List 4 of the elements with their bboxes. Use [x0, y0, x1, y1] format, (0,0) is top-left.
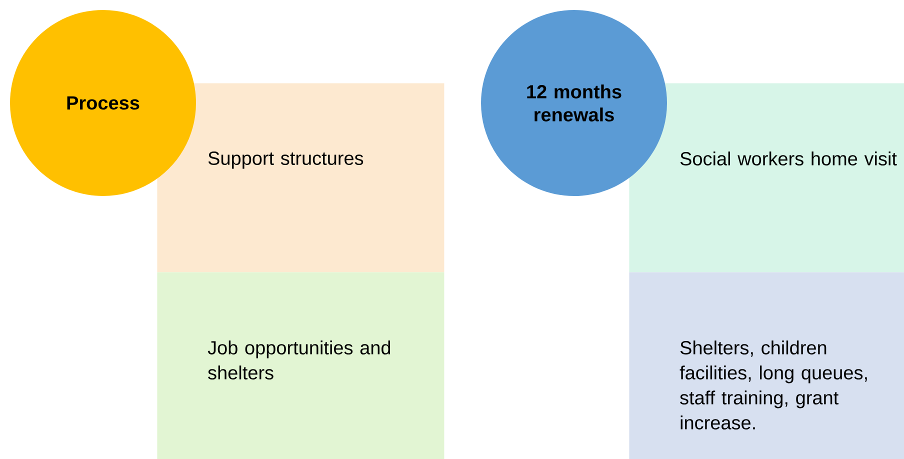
text-box: Support structures — [157, 83, 444, 272]
text-box: Job opportunities and shelters — [157, 272, 444, 459]
text-box: Social workers home visit — [629, 83, 904, 272]
text-box: Shelters, children facilities, long queues, staff training, grant increase. — [629, 272, 904, 459]
